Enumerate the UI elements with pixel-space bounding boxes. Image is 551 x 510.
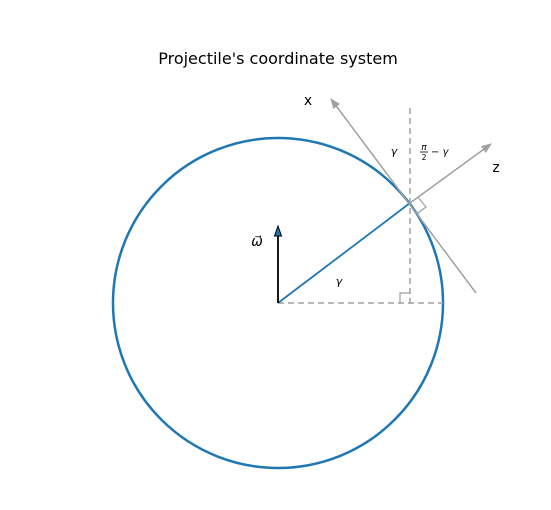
x-axis-arrow bbox=[330, 98, 477, 294]
half-pi-numerator: π bbox=[421, 143, 427, 153]
omega-vector-head bbox=[273, 224, 283, 237]
right-angle-marker-bottom bbox=[399, 292, 410, 303]
omega-label: ω⃗ bbox=[251, 234, 263, 250]
gamma-top-label: γ bbox=[391, 145, 398, 158]
right-angle-marker-surface bbox=[417, 196, 427, 214]
x-axis-label: x bbox=[304, 93, 312, 109]
half-pi-denominator: 2 bbox=[421, 153, 426, 162]
z-axis-label: z bbox=[492, 160, 499, 176]
gamma-center-label: γ bbox=[336, 275, 343, 288]
radius-line bbox=[277, 202, 411, 304]
diagram-title: Projectile's coordinate system bbox=[158, 49, 398, 68]
z-axis-arrow bbox=[409, 143, 492, 204]
half-pi-rest: − γ bbox=[431, 147, 450, 158]
half-pi-minus-gamma-label: π 2 − γ bbox=[420, 143, 450, 162]
